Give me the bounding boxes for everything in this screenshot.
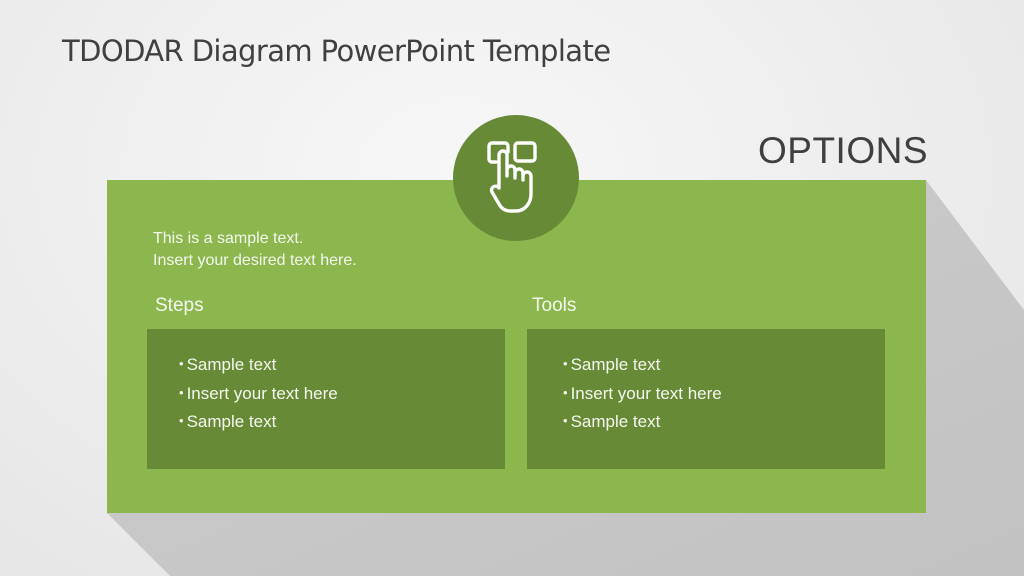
steps-heading: Steps [155,295,204,316]
bullet-icon: • [179,356,184,371]
intro-text: This is a sample text. Insert your desir… [153,228,357,272]
list-item: •Sample text [563,412,661,431]
intro-line-1: This is a sample text. [153,230,304,247]
steps-box: •Sample text •Insert your text here •Sam… [147,329,505,469]
bullet-icon: • [179,413,184,428]
tools-box: •Sample text •Insert your text here •Sam… [527,329,885,469]
bullet-icon: • [563,356,568,371]
bullet-icon: • [179,384,184,400]
options-icon-badge [453,115,579,241]
steps-list: •Sample text •Insert your text here •Sam… [179,351,338,437]
options-label: OPTIONS [758,130,929,171]
tools-heading: Tools [532,295,577,316]
hand-pointer-select-icon [487,141,537,213]
tools-list: •Sample text •Insert your text here •Sam… [563,351,722,437]
intro-line-2: Insert your desired text here. [153,252,357,269]
bullet-icon: • [563,413,568,428]
slide-title: TDODAR Diagram PowerPoint Template [62,34,611,68]
bullet-icon: • [563,384,568,400]
list-item: •Sample text [563,355,661,374]
list-item: •Sample text [179,412,277,431]
list-item: •Insert your text here [179,383,338,403]
list-item: •Sample text [179,355,277,374]
list-item: •Insert your text here [563,383,722,403]
